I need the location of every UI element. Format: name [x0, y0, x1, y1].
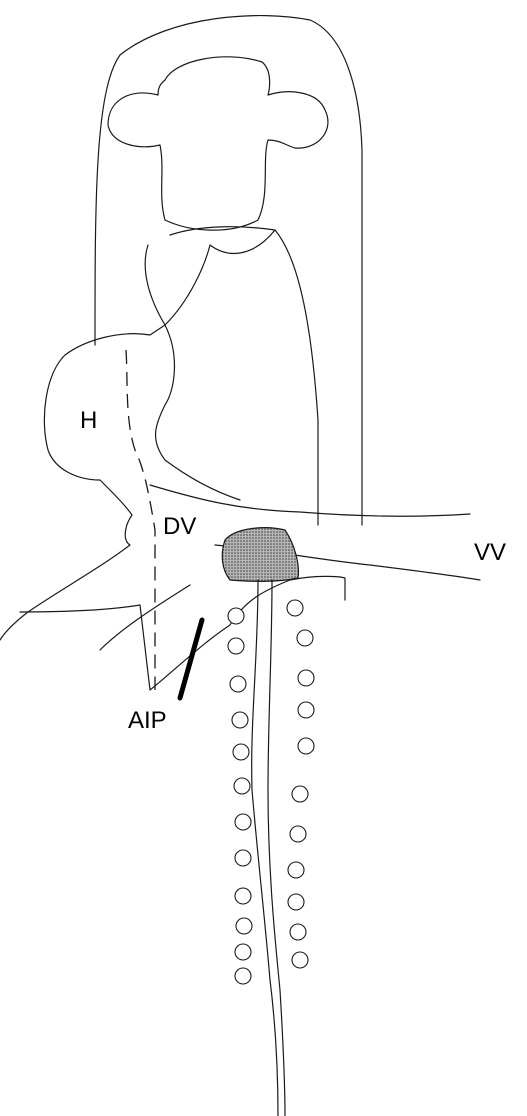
heart-inner-line — [165, 230, 275, 325]
yolk-sac-outline — [20, 576, 345, 690]
label-ductus-venosus: DV — [163, 513, 196, 540]
ductus-dashed-line — [126, 350, 155, 690]
somite — [288, 894, 304, 910]
vitelline-vein-upper — [150, 485, 470, 516]
foregut-outline — [170, 227, 318, 525]
neural-tube-right — [268, 580, 285, 1116]
somite — [235, 814, 251, 830]
somite — [228, 638, 244, 654]
somite — [234, 778, 250, 794]
somite — [298, 670, 314, 686]
somite — [290, 826, 306, 842]
stippled-region — [222, 528, 298, 582]
somite — [298, 738, 314, 754]
label-anterior-intestinal-portal: AIP — [128, 707, 167, 734]
somite — [232, 712, 248, 728]
heart-lower-line — [156, 325, 240, 500]
somite — [287, 600, 303, 616]
somite — [292, 952, 308, 968]
somite — [297, 630, 313, 646]
aip-pointer — [180, 620, 202, 698]
label-vitelline-vein: VV — [474, 539, 506, 566]
somite — [292, 786, 308, 802]
somite — [235, 850, 251, 866]
somite — [228, 608, 244, 624]
somite — [235, 968, 251, 984]
somites-left — [228, 608, 252, 984]
somite — [290, 924, 306, 940]
neural-tube-left — [252, 580, 278, 1116]
somite — [235, 888, 251, 904]
label-heart: H — [80, 407, 97, 434]
anterior-portal-outline — [100, 585, 190, 650]
brain-outline — [108, 57, 328, 230]
somite — [235, 944, 251, 960]
somite — [298, 702, 314, 718]
somite — [288, 862, 304, 878]
somite — [236, 918, 252, 934]
somites-right — [287, 600, 314, 968]
somite — [230, 676, 246, 692]
somite — [233, 744, 249, 760]
heart-outline — [0, 245, 165, 640]
